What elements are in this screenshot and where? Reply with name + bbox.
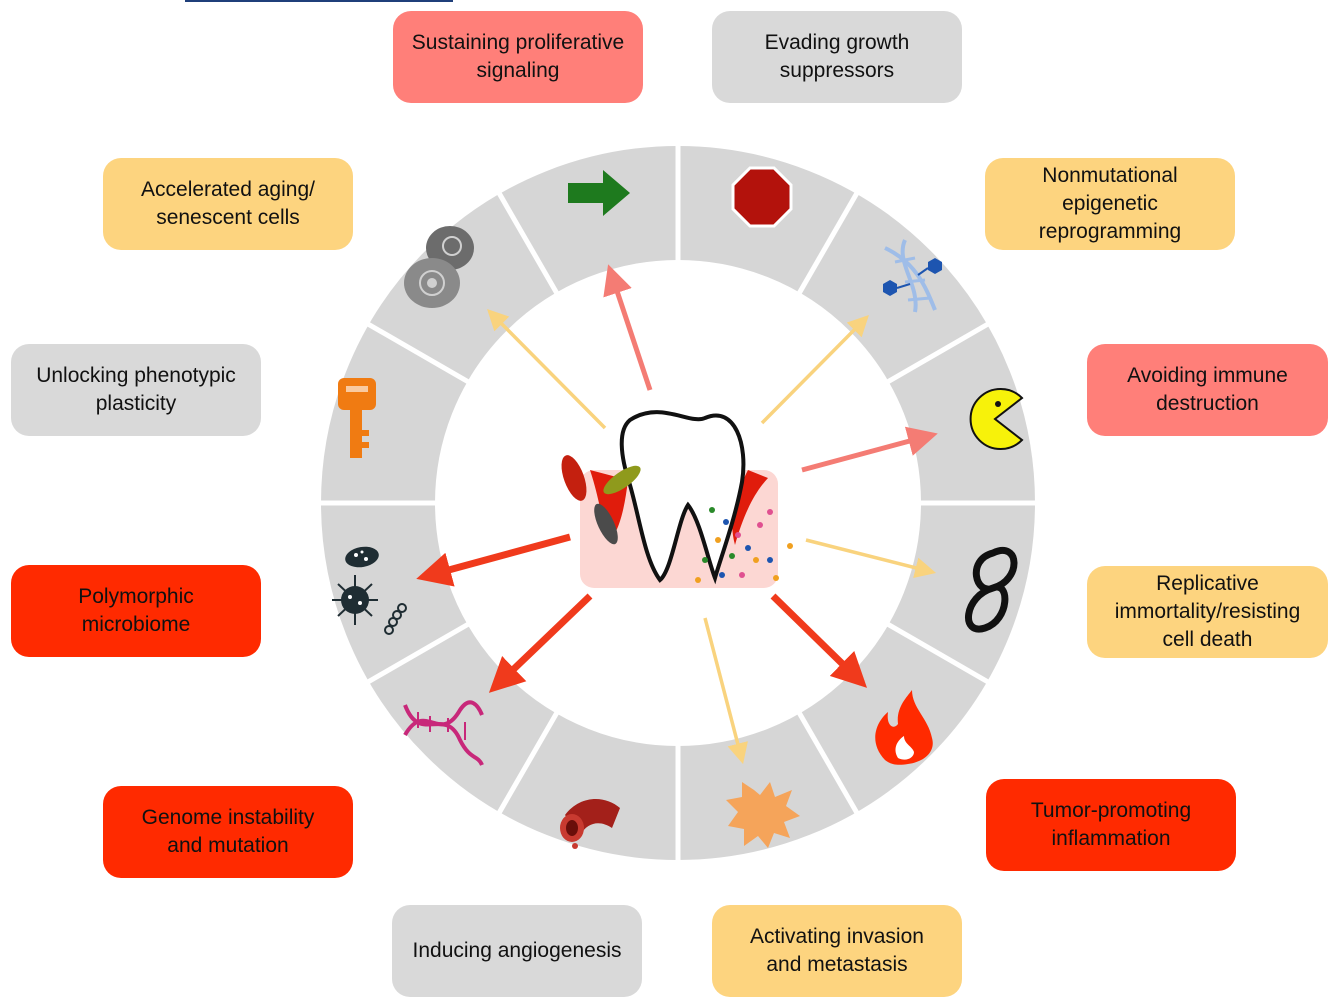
hallmark-genome-label: Genome instability and mutation [141,806,315,857]
key-icon [338,378,376,458]
arrow-to-inflammation [770,593,868,688]
hallmark-angiogenesis-label: Inducing angiogenesis [412,939,622,962]
hallmark-aging-box: Accelerated aging/ senescent cells [103,158,353,250]
hallmark-evading-box: Evading growth suppressors [712,11,962,103]
dna-methylation-icon [883,239,942,313]
blood-vessel-icon [560,798,620,849]
burst-icon [726,782,800,848]
hallmark-microbiome-label: Polymorphic microbiome [78,585,194,636]
arrow-to-immune [801,426,938,473]
hallmark-evading-label: Evading growth suppressors [764,31,910,82]
hallmark-nonmutational-label: Nonmutational epigenetic reprogramming [1038,164,1182,243]
hallmark-microbiome-box: Polymorphic microbiome [11,565,261,657]
arrow-to-invasion [703,617,748,765]
stop-sign-icon [731,166,793,228]
hallmark-invasion-label: Activating invasion and metastasis [750,925,924,976]
hallmark-replicative-box: Replicative immortality/resisting cell d… [1087,566,1328,658]
hallmark-aging-label: Accelerated aging/ senescent cells [141,178,315,229]
senescent-cells-icon [404,226,474,308]
arrow-to-replicative [805,538,937,579]
microbes-icon [332,546,407,635]
tooth-periodontitis-icon [561,410,793,588]
hallmark-ring [295,120,1061,886]
infinity-icon [965,547,1018,633]
hallmark-plasticity-box: Unlocking phenotypic plasticity [11,344,261,436]
hallmark-nonmutational-box: Nonmutational epigenetic reprogramming [985,158,1235,250]
arrow-to-sustaining [603,264,653,391]
arrow-to-microbiome [416,533,571,587]
hallmark-sustaining-label: Sustaining proliferative signaling [411,31,625,82]
hallmark-plasticity-label: Unlocking phenotypic plasticity [36,364,236,415]
hallmark-inflammation-label: Tumor-promoting inflammation [1030,799,1192,850]
pacman-icon [969,388,1024,450]
arrow-to-nonmutational [760,315,869,425]
arrow-to-genome [488,593,593,693]
top-rule [185,0,453,2]
hallmark-sustaining-box: Sustaining proliferative signaling [393,11,643,103]
dna-helix-icon [403,700,484,766]
center-arrows [416,264,938,765]
hallmark-replicative-label: Replicative immortality/resisting cell d… [1114,572,1301,651]
hallmark-inflammation-box: Tumor-promoting inflammation [986,779,1236,871]
hallmark-immune-label: Avoiding immune destruction [1127,364,1288,415]
green-arrow-icon [568,170,630,216]
hallmark-angiogenesis-box: Inducing angiogenesis [392,905,642,997]
hallmark-immune-box: Avoiding immune destruction [1087,344,1328,436]
arrow-to-aging [487,309,607,430]
hallmark-genome-box: Genome instability and mutation [103,786,353,878]
hallmark-invasion-box: Activating invasion and metastasis [712,905,962,997]
flame-icon [875,690,933,765]
